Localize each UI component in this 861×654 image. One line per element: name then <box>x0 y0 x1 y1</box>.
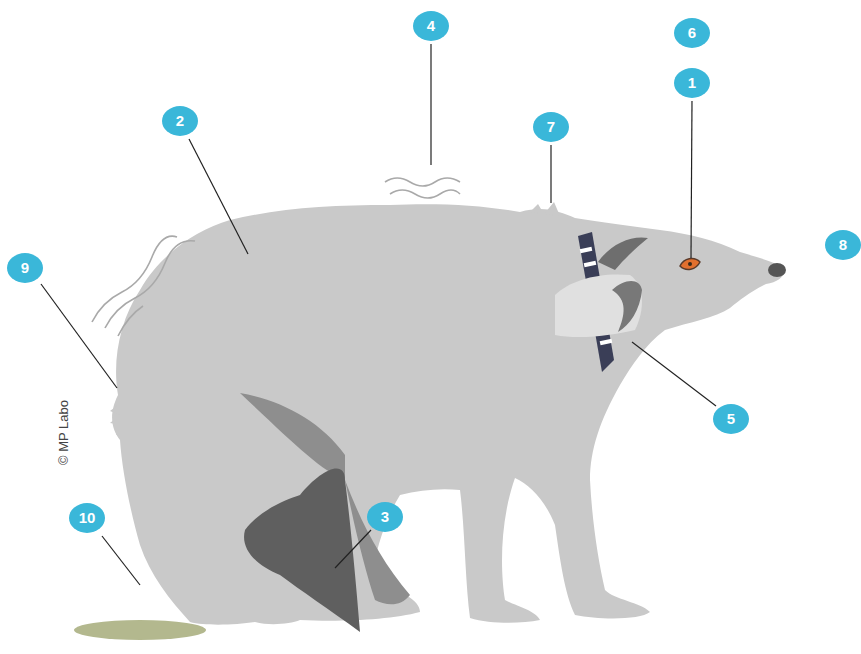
callout-number: 3 <box>367 502 403 532</box>
callout-number: 1 <box>674 68 710 98</box>
copyright-note: © MP Labo <box>56 400 71 465</box>
ear-inner <box>612 281 642 332</box>
leader-lines <box>41 44 716 585</box>
fur-tuft <box>110 405 126 435</box>
eye <box>680 259 700 270</box>
ear-back <box>598 237 648 270</box>
callout-number: 8 <box>825 230 861 260</box>
ear <box>555 274 642 337</box>
tail <box>240 393 345 480</box>
callout-number: 5 <box>713 404 749 434</box>
tail-tip <box>244 468 360 632</box>
callout-number: 9 <box>7 253 43 283</box>
callout-number: 10 <box>69 503 105 533</box>
tail-fur <box>345 480 410 604</box>
trembling-lines <box>92 178 460 336</box>
callout-number: 2 <box>162 106 198 136</box>
callout-number: 6 <box>674 18 710 48</box>
puddle <box>74 620 206 640</box>
fur-tuft <box>530 202 560 216</box>
callout-number: 7 <box>533 112 569 142</box>
callout-number: 4 <box>413 11 449 41</box>
dog-body <box>112 204 784 624</box>
nose <box>768 263 786 277</box>
